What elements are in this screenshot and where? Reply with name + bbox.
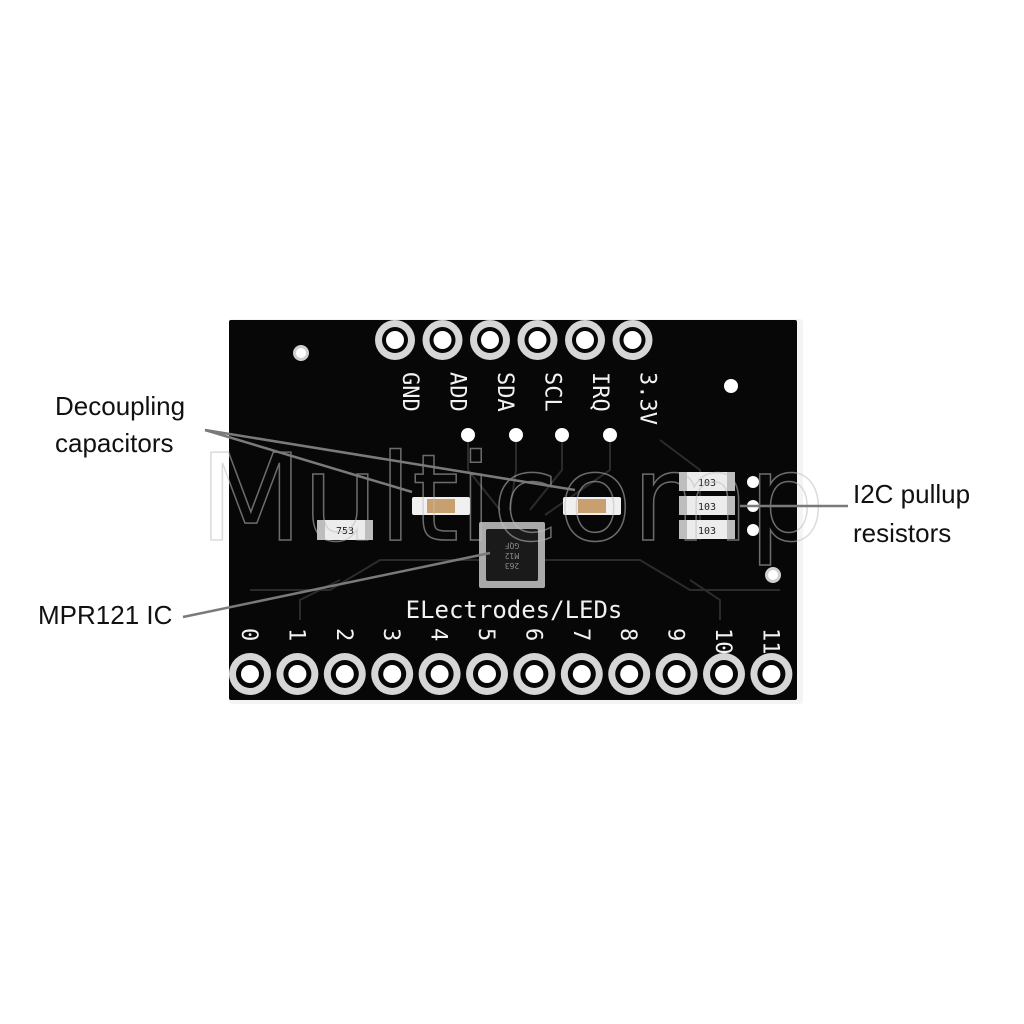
chip-marking-line3: GQF — [505, 541, 520, 550]
top-pad-3 — [517, 320, 558, 360]
pullup-via-hole — [747, 476, 759, 488]
leader-decoupling-left — [204, 428, 413, 494]
board-holes — [293, 345, 781, 583]
electrode-number: 7 — [568, 628, 593, 641]
chip-marking-line1: 263 — [505, 561, 520, 570]
pullup-via-hole — [747, 524, 759, 536]
mpr121-chip: 263 M12 GQF — [479, 522, 545, 588]
via-hole — [555, 428, 569, 442]
electrode-pad-1 — [276, 653, 319, 695]
decoupling-capacitor-right — [563, 497, 621, 515]
pullup-resistor-2: 103 — [679, 520, 735, 539]
pullup-resistor-0: 103 — [679, 472, 735, 491]
top-pad-5 — [612, 320, 653, 360]
electrode-number: 8 — [615, 628, 640, 641]
label-decoupling-line2: capacitors — [55, 428, 174, 458]
top-pad-2 — [470, 320, 510, 360]
electrode-pad-8 — [608, 653, 651, 695]
electrode-pad-11 — [750, 653, 793, 695]
mounting-hole-top-right — [724, 379, 738, 393]
pcb-board: GND ADD SDA SCL IRQ 3.3V 0 1 2 3 4 5 6 7 8 9 10 11 ELect… — [229, 319, 803, 704]
pullup-resistor-1: 103 — [679, 496, 735, 515]
top-pin-label: IRQ — [587, 372, 612, 412]
electrode-number: 9 — [663, 628, 688, 641]
top-pin-label: 3.3V — [635, 372, 660, 425]
pcb-surface — [229, 320, 797, 700]
electrode-number: 11 — [757, 628, 782, 655]
leader-decoupling-right — [204, 428, 576, 492]
electrode-pad-4 — [418, 653, 461, 695]
via-hole — [509, 428, 523, 442]
top-header-pads — [375, 320, 653, 360]
small-resistor: 753 — [317, 520, 373, 540]
via-hole — [461, 428, 475, 442]
decoupling-capacitor-left — [412, 497, 470, 515]
leader-ic — [182, 551, 491, 619]
electrode-number: 3 — [378, 628, 403, 641]
electrode-pad-3 — [371, 653, 414, 695]
pullup-resistor-marking: 103 — [698, 526, 716, 537]
electrode-number: 5 — [473, 628, 498, 641]
top-pin-labels: GND ADD SDA SCL IRQ 3.3V — [397, 372, 660, 425]
electrode-number: 0 — [236, 628, 261, 641]
watermark: Multicomp — [199, 430, 825, 569]
label-pullup-line2: resistors — [853, 518, 951, 548]
top-pin-label: GND — [397, 372, 422, 412]
label-ic: MPR121 IC — [38, 600, 172, 630]
electrode-number: 1 — [283, 628, 308, 641]
pullup-resistor-marking: 103 — [698, 502, 716, 513]
electrode-pad-9 — [655, 653, 698, 695]
top-pin-label: SCL — [540, 372, 565, 412]
electrode-pad-6 — [513, 653, 556, 695]
via-hole — [603, 428, 617, 442]
pullup-resistor-marking: 103 — [698, 478, 716, 489]
top-pad-4 — [565, 320, 605, 360]
annotation-leaders — [182, 428, 848, 619]
electrode-pad-5 — [466, 653, 508, 695]
electrode-pad-10 — [703, 653, 745, 695]
top-pad-1 — [422, 320, 463, 360]
electrode-number: 4 — [426, 628, 451, 641]
electrodes-label: ELectrodes/LEDs — [406, 596, 623, 624]
top-pad-0 — [375, 320, 415, 360]
top-pin-label: ADD — [445, 372, 470, 412]
electrode-number: 6 — [520, 628, 545, 641]
small-resistor-marking: 753 — [336, 526, 354, 537]
electrode-number: 2 — [331, 628, 356, 641]
label-decoupling-line1: Decoupling — [55, 391, 185, 421]
electrode-pad-2 — [323, 653, 366, 695]
electrode-number: 10 — [710, 628, 735, 655]
chip-marking-line2: M12 — [505, 551, 520, 560]
electrode-pad-0 — [229, 653, 271, 695]
electrode-pads — [229, 653, 793, 695]
electrode-numbers: 0 1 2 3 4 5 6 7 8 9 10 11 — [236, 628, 782, 655]
top-pin-label: SDA — [492, 372, 517, 412]
pullup-resistors: 103 103 103 — [679, 472, 735, 539]
electrode-pad-7 — [560, 653, 603, 695]
label-pullup-line1: I2C pullup — [853, 479, 970, 509]
